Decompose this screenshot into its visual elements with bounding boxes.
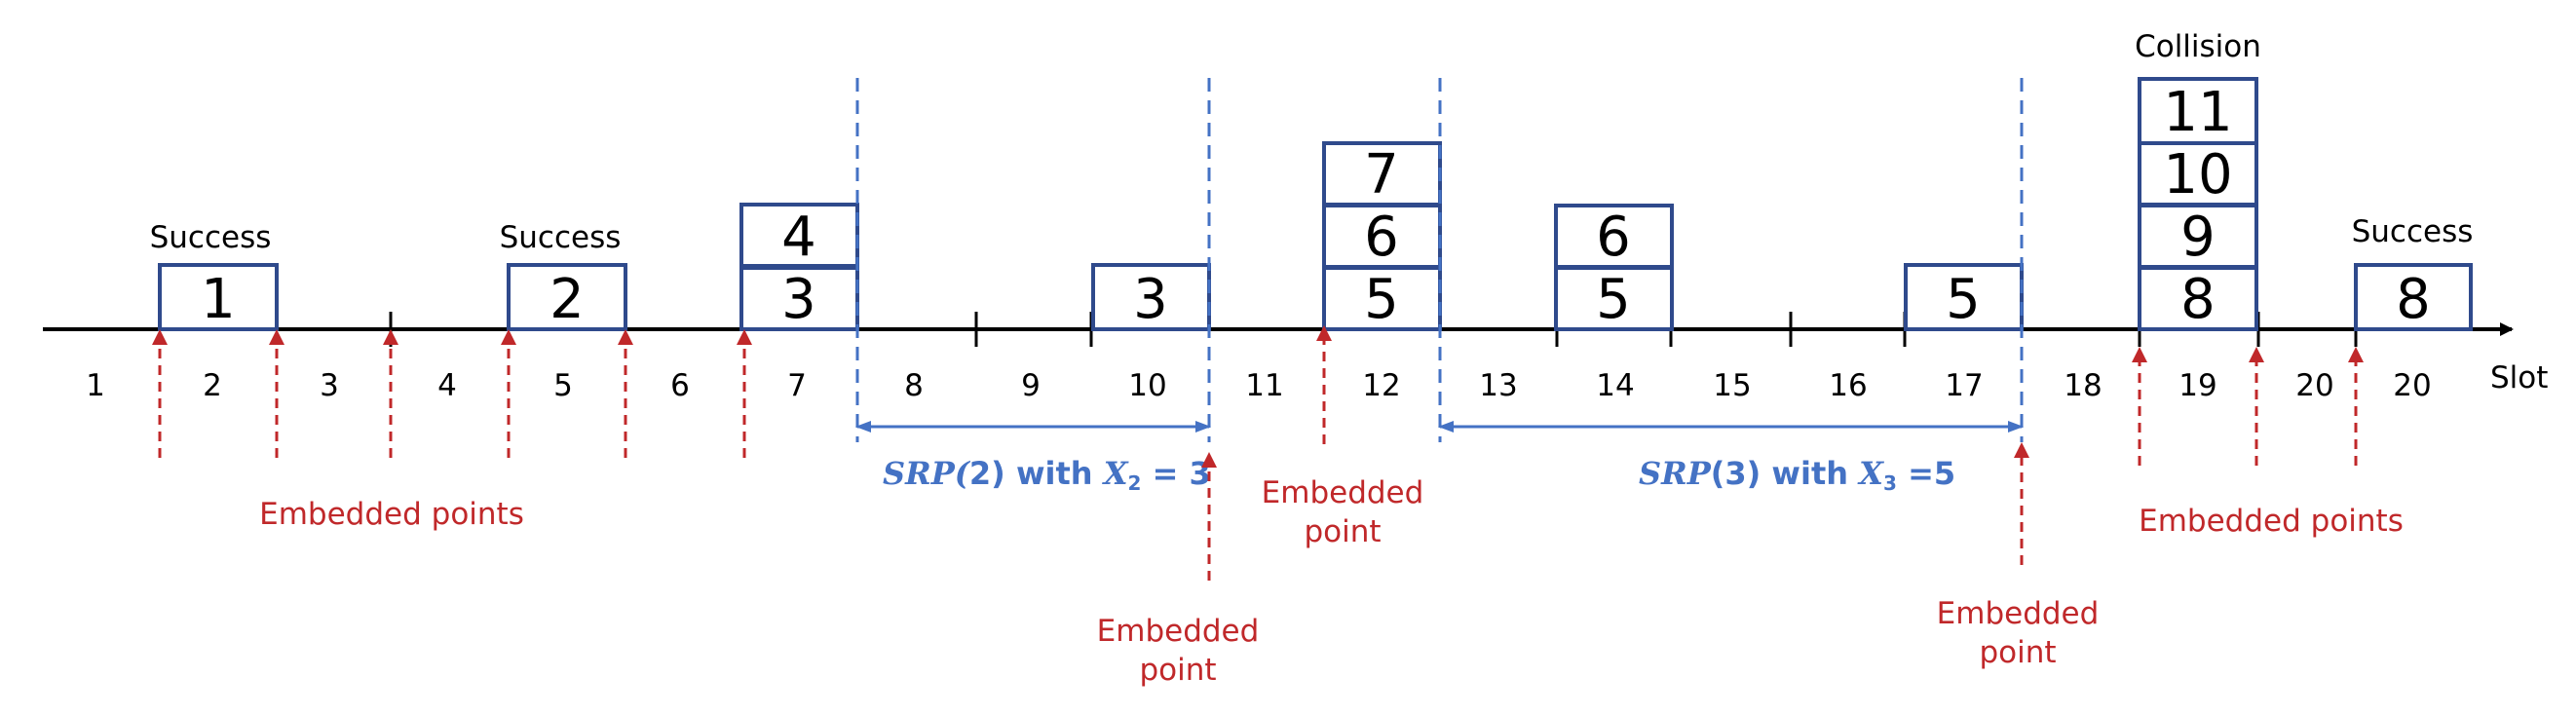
packet-id: 3 [781, 268, 816, 331]
slot-number: 8 [904, 368, 924, 403]
slot-number: 4 [437, 368, 457, 403]
packet-id: 7 [1364, 143, 1399, 207]
slot-number: 12 [1362, 368, 1400, 403]
packet-id: 11 [2163, 81, 2232, 144]
slot-axis-label: Slot [2490, 360, 2548, 395]
slot-number: 17 [1945, 368, 1983, 403]
embedded-point-label: point [1139, 653, 1216, 688]
slot-number: 9 [1021, 368, 1041, 403]
embedded-point-label: point [1979, 635, 2056, 670]
packet-id: 1 [201, 268, 236, 331]
packet-box [1091, 263, 1211, 331]
slot-number: 13 [1479, 368, 1517, 403]
packet-box [2354, 263, 2473, 331]
slot-number: 15 [1713, 368, 1751, 403]
slot-number: 3 [320, 368, 339, 403]
packet-box [1554, 204, 1674, 269]
embedded-points-label: Embedded points [2139, 504, 2404, 539]
status-collision-label: Collision [2135, 29, 2261, 64]
srp2-label: SRP(2) with X2 = 3 [883, 455, 1211, 495]
embedded-point-label: Embedded [1937, 596, 2100, 631]
status-success-label: Success [150, 220, 272, 255]
slot-number: 19 [2178, 368, 2216, 403]
status-success-label: Success [2352, 214, 2474, 249]
packet-box [739, 203, 859, 268]
packet-stacks [158, 77, 2473, 331]
packet-box [507, 263, 627, 331]
slot-number: 5 [553, 368, 573, 403]
slot-number: 6 [670, 368, 690, 403]
slot-number: 16 [1829, 368, 1867, 403]
packet-id: 4 [781, 206, 816, 269]
embedded-point-arrows [152, 325, 2364, 581]
slot-number: 1 [86, 368, 105, 403]
packet-id: 5 [1946, 268, 1981, 331]
packet-box [2138, 266, 2258, 331]
packet-id: 5 [1596, 268, 1631, 331]
slot-number: 10 [1128, 368, 1166, 403]
embedded-points-label: Embedded points [259, 497, 524, 532]
packet-id: 2 [549, 268, 585, 331]
packet-box [1904, 263, 2024, 331]
embedded-point-label: Embedded [1262, 475, 1424, 510]
packet-id: 5 [1364, 268, 1399, 331]
srp-boundaries [855, 78, 2024, 442]
embedded-point-label: point [1304, 514, 1381, 549]
slot-number: 14 [1596, 368, 1634, 403]
packet-id: 6 [1596, 206, 1631, 269]
packet-id: 9 [2180, 206, 2216, 269]
packet-id: 3 [1133, 268, 1168, 331]
packet-box [2138, 77, 2258, 145]
packet-ids: 1 2 3 4 3 5 6 7 5 6 5 8 9 10 11 8 [201, 81, 2431, 331]
packet-id: 10 [2163, 143, 2232, 207]
slot-number: 20 [2393, 368, 2431, 403]
slot-number: 18 [2064, 368, 2102, 403]
packet-id: 8 [2180, 268, 2216, 331]
srp3-label: SRP(3) with X3 =5 [1639, 455, 1955, 495]
slot-number: 20 [2295, 368, 2333, 403]
packet-id: 8 [2396, 268, 2431, 331]
slot-number: 2 [203, 368, 222, 403]
packet-box [2138, 204, 2258, 269]
status-success-label: Success [500, 220, 622, 255]
packet-box [158, 263, 279, 331]
slot-number: 7 [787, 368, 807, 403]
packet-id: 6 [1364, 206, 1399, 269]
packet-box [739, 266, 859, 331]
slot-number-row: 1 2 3 4 5 6 7 8 9 10 11 12 13 14 15 16 1… [86, 368, 2432, 403]
embedded-point-label: Embedded [1097, 614, 1260, 649]
slot-number: 11 [1245, 368, 1283, 403]
